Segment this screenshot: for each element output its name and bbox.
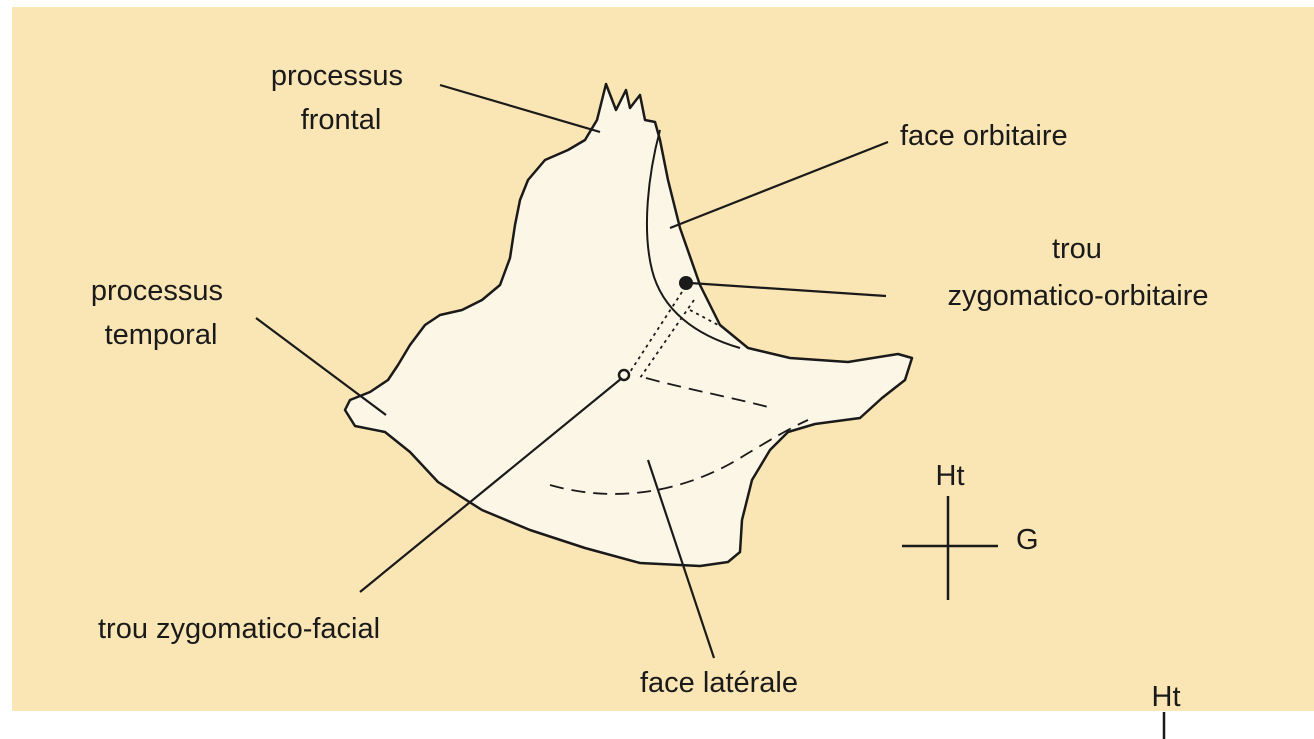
- label-processus-temporal-line1: processus: [91, 275, 223, 307]
- orientation-left-label: G: [1016, 524, 1039, 556]
- label-processus-frontal-line1: processus: [271, 60, 403, 92]
- orientation-up-label-cropped: Ht: [1152, 681, 1181, 713]
- orientation-up-label: Ht: [936, 460, 965, 492]
- label-trou-zygomatico-facial: trou zygomatico-facial: [98, 613, 380, 645]
- label-processus-temporal-line2: temporal: [105, 319, 218, 351]
- label-face-orbitaire: face orbitaire: [900, 120, 1068, 152]
- label-processus-frontal-line2: frontal: [301, 104, 382, 136]
- label-trou-zygomatico-orbitaire-line1: trou: [1052, 233, 1102, 265]
- orientation-indicator-cropped: Ht: [1152, 681, 1181, 739]
- label-face-laterale: face latérale: [640, 667, 798, 699]
- label-trou-zygomatico-orbitaire-line2: zygomatico-orbitaire: [947, 280, 1208, 312]
